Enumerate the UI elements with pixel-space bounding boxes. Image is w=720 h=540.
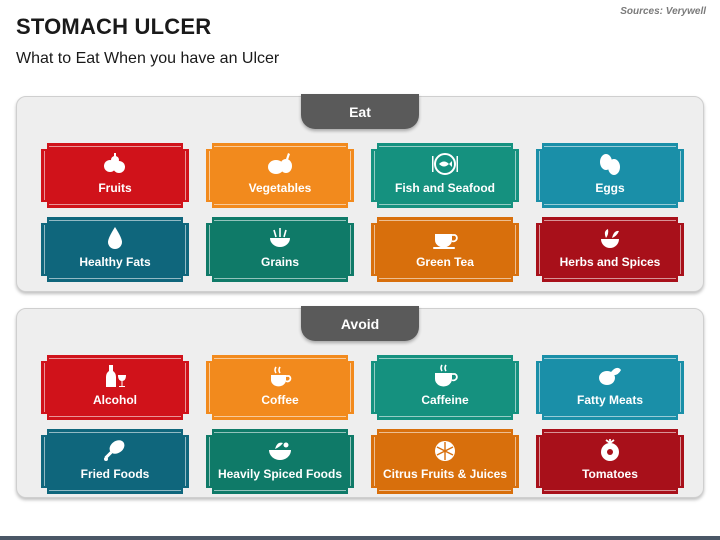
eat-card-herbs-spices[interactable]: Herbs and Spices bbox=[536, 217, 684, 282]
eat-card-green-tea[interactable]: Green Tea bbox=[371, 217, 519, 282]
eat-card-label: Herbs and Spices bbox=[559, 255, 661, 269]
eat-grid: Fruits Vegetables Fish and Seafood Eggs bbox=[41, 143, 684, 282]
eat-card-healthy-fats[interactable]: Healthy Fats bbox=[41, 217, 189, 282]
page-title: STOMACH ULCER bbox=[16, 14, 212, 39]
avoid-card-label: Tomatoes bbox=[582, 467, 638, 481]
avoid-card-label: Fatty Meats bbox=[576, 393, 644, 407]
source-note: Sources: Verywell bbox=[620, 6, 706, 17]
fruits-icon bbox=[102, 152, 128, 176]
page-subtitle: What to Eat When you have an Ulcer bbox=[16, 50, 280, 67]
avoid-card-citrus[interactable]: Citrus Fruits & Juices bbox=[371, 429, 519, 494]
eat-card-label: Green Tea bbox=[416, 255, 474, 269]
drumstick-icon bbox=[102, 438, 128, 462]
avoid-card-coffee[interactable]: Coffee bbox=[206, 355, 354, 420]
tea-cup-icon bbox=[432, 226, 458, 250]
mortar-herbs-icon bbox=[597, 226, 623, 250]
avoid-tab: Avoid bbox=[301, 306, 419, 341]
eat-panel: Eat Fruits Vegetables Fish and Seafood bbox=[16, 94, 704, 292]
vegetables-icon bbox=[267, 152, 293, 176]
caffeine-cup-icon bbox=[432, 364, 458, 388]
avoid-card-fried-foods[interactable]: Fried Foods bbox=[41, 429, 189, 494]
eat-card-eggs[interactable]: Eggs bbox=[536, 143, 684, 208]
tomato-icon bbox=[597, 438, 623, 462]
eggs-icon bbox=[597, 152, 623, 176]
avoid-card-label: Citrus Fruits & Juices bbox=[382, 467, 508, 481]
spiced-bowl-icon bbox=[267, 438, 293, 462]
oil-drop-icon bbox=[102, 226, 128, 250]
citrus-icon bbox=[432, 438, 458, 462]
avoid-card-caffeine[interactable]: Caffeine bbox=[371, 355, 519, 420]
avoid-card-label: Caffeine bbox=[421, 393, 469, 407]
fish-plate-icon bbox=[432, 152, 458, 176]
footer-bar bbox=[0, 536, 720, 540]
avoid-card-fatty-meats[interactable]: Fatty Meats bbox=[536, 355, 684, 420]
avoid-card-label: Heavily Spiced Foods bbox=[217, 467, 343, 481]
avoid-grid: Alcohol Coffee Caffeine Fatty Meats bbox=[41, 355, 684, 494]
meat-icon bbox=[597, 364, 623, 388]
coffee-cup-icon bbox=[267, 364, 293, 388]
eat-card-fish-seafood[interactable]: Fish and Seafood bbox=[371, 143, 519, 208]
eat-card-label: Vegetables bbox=[248, 181, 312, 195]
grain-bowl-icon bbox=[267, 226, 293, 250]
avoid-card-label: Fried Foods bbox=[80, 467, 150, 481]
eat-card-fruits[interactable]: Fruits bbox=[41, 143, 189, 208]
eat-card-grains[interactable]: Grains bbox=[206, 217, 354, 282]
eat-card-label: Fish and Seafood bbox=[394, 181, 495, 195]
wine-bottle-icon bbox=[102, 364, 128, 388]
eat-card-label: Fruits bbox=[98, 181, 132, 195]
avoid-card-heavily-spiced[interactable]: Heavily Spiced Foods bbox=[206, 429, 354, 494]
eat-card-label: Eggs bbox=[595, 181, 625, 195]
eat-tab: Eat bbox=[301, 94, 419, 129]
avoid-card-tomatoes[interactable]: Tomatoes bbox=[536, 429, 684, 494]
avoid-card-alcohol[interactable]: Alcohol bbox=[41, 355, 189, 420]
avoid-panel: Avoid Alcohol Coffee Caffeine bbox=[16, 306, 704, 498]
eat-card-label: Grains bbox=[260, 255, 299, 269]
avoid-card-label: Coffee bbox=[261, 393, 299, 407]
eat-card-vegetables[interactable]: Vegetables bbox=[206, 143, 354, 208]
eat-card-label: Healthy Fats bbox=[79, 255, 151, 269]
avoid-card-label: Alcohol bbox=[93, 393, 137, 407]
